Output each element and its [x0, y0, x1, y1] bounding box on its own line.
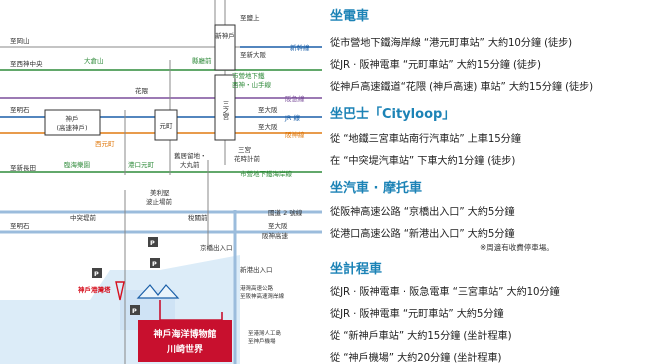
label-shinko: 新港出入口 [240, 265, 273, 274]
label-meriken-sub: 波止場前 [146, 197, 173, 206]
museum-box [138, 320, 232, 362]
label-kyukyoryu: 舊居留地・ [174, 151, 207, 160]
label-port-liner-sub: 至阪神高速灣岸線 [240, 292, 285, 300]
car-line-2: 從港口高速公路 “新港出入口” 大約5分鐘 [330, 229, 515, 240]
label-to-nishi-kobe: 至西神中央 [10, 59, 43, 68]
section-title-bus: 坐巴士「Cityloop」 [330, 107, 456, 122]
label-to-osaka-3: 至大阪 [268, 221, 288, 230]
label-sannomiya: 三之宮 [221, 100, 229, 121]
section-title-taxi: 坐計程車 [330, 262, 383, 277]
label-kokudo2: 國道 2 號線 [268, 208, 303, 217]
label-sannomiya-hanadokei: 三宮 [238, 145, 251, 154]
train-line-2: 從JR · 阪神電車 “元町車站” 大約15分鐘 (徒步) [330, 60, 541, 71]
label-hanadokei: 花時計前 [234, 154, 261, 163]
parking-icon-1 [148, 237, 158, 247]
kobe-station [44, 109, 101, 136]
label-to-osaka-1: 至大阪 [258, 105, 278, 114]
taxi-line-1: 從JR · 阪神電車 · 阪急電車 “三宮車站” 大約10分鐘 [330, 287, 560, 298]
parking-label-1: P [150, 239, 155, 247]
label-chutotsu: 中突堤前 [70, 213, 97, 222]
taxi-line-2: 從JR · 阪神電車 “元町車站” 大約5分鐘 [330, 309, 504, 320]
museum-name-line2: 川崎世界 [166, 343, 203, 355]
tower-icon [115, 281, 125, 301]
museum-roof-icon [136, 284, 180, 299]
label-hanshin-kosoku: 阪神高速 [262, 231, 289, 240]
parking-icon-2 [150, 258, 160, 268]
train-line-1: 從市營地下鐵海岸線 “港元町車站” 大約10分鐘 (徒步) [330, 38, 573, 49]
parking-icon-3 [92, 268, 102, 278]
parking-icon-4 [130, 305, 140, 315]
museum-name-line1: 神戶海洋博物館 [153, 328, 216, 340]
label-airport: 至港灣人工島 [248, 329, 282, 337]
label-rinkai: 臨海樂園 [64, 160, 90, 169]
sannomiya-station [214, 74, 236, 141]
train-line-3: 從神戶高速鐵道“花隈 (神戶高速) 車站” 大約15分鐘 (徒步) [330, 82, 594, 93]
label-tower: 神戶港灣塔 [78, 285, 111, 294]
label-to-akashi-1: 至明石 [10, 106, 30, 114]
label-hanshin: 阪神線 [285, 130, 305, 139]
access-map: 新神戶 三之宮 元町 神戶 (高速神戶) 至鹽上 至岡山 新幹線 至新大阪 至西… [0, 0, 322, 364]
label-kobe-sub: (高速神戶) [56, 123, 87, 132]
taxi-line-4: 從 “神戶機場” 大約20分鐘 (坐計程車) [330, 353, 502, 364]
parking-label-2: P [152, 260, 157, 268]
label-kyobashi: 京橋出入口 [200, 243, 233, 252]
label-kobe: 神戶 [66, 114, 79, 123]
section-title-car: 坐汽車 · 摩托車 [330, 181, 422, 196]
label-to-osaka-2: 至大阪 [258, 122, 278, 131]
label-port-liner: 港灣高速公路 [240, 284, 274, 292]
label-shin-kobe: 新神戶 [215, 31, 235, 40]
label-kaigan-line: 市營地下鐵海岸線 [240, 169, 293, 178]
label-hanakuma: 花隈 [135, 86, 149, 95]
map-svg: 新神戶 三之宮 元町 神戶 (高速神戶) 至鹽上 至岡山 新幹線 至新大阪 至西… [0, 0, 322, 364]
motomachi-station [154, 109, 178, 141]
label-motomachi: 元町 [160, 122, 174, 130]
label-zeikan: 稅關前 [188, 213, 208, 222]
label-hankyu: 阪急線 [285, 94, 305, 103]
shin-kobe-station [214, 24, 236, 71]
label-minatomotomachi: 港口元町 [128, 160, 155, 169]
label-seishin: 西神・山手線 [232, 80, 272, 89]
access-info: 坐電車 從市營地下鐵海岸線 “港元町車站” 大約10分鐘 (徒步) 從JR · … [330, 0, 655, 364]
label-city-subway: 市營地下鐵 [232, 71, 265, 80]
label-daikyo: 大倉山 [84, 56, 104, 65]
label-airport-sub: 至神戶機場 [248, 337, 276, 345]
label-nishimotomachi: 西元町 [95, 140, 115, 148]
section-title-train: 坐電車 [330, 9, 370, 24]
car-line-1: 從阪神高速公路 “京橋出入口” 大約5分鐘 [330, 207, 515, 218]
taxi-line-3: 從 “新神戶車站” 大約15分鐘 (坐計程車) [330, 331, 512, 342]
parking-label-3: P [94, 270, 99, 278]
label-to-shinnaga: 至新長田 [10, 163, 36, 172]
label-to-akashi-3: 至明石 [10, 222, 30, 230]
label-meriken: 美利堅 [150, 188, 170, 197]
label-shiogami: 至鹽上 [240, 13, 260, 22]
bus-line-1: 從 “地鐵三宮車站南行汽車站” 上車15分鐘 [330, 134, 521, 145]
label-shiosaka: 至新大阪 [240, 50, 267, 59]
label-to-okayama: 至岡山 [10, 36, 30, 45]
label-shinkansen: 新幹線 [290, 43, 310, 52]
label-jr: JR 線 [284, 113, 300, 122]
label-daimaru: 大丸前 [180, 160, 200, 169]
parking-note: ※周邊有收費停車場。 [480, 243, 554, 252]
bus-line-2: 在 “中突堤汽車站” 下車大約1分鐘 (徒步) [330, 156, 516, 167]
parking-label-4: P [132, 307, 137, 315]
label-kumonaka: 縣廳前 [192, 56, 212, 65]
